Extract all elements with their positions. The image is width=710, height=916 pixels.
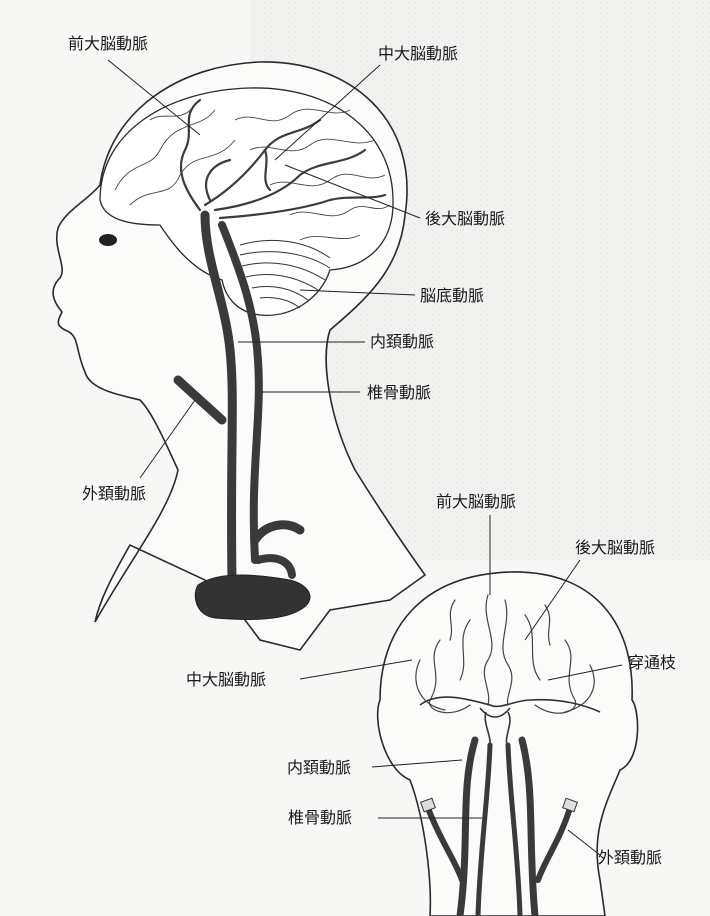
side-label-posterior-cerebral-artery: 後大脳動脈 [425,209,505,229]
front-label-external-carotid-artery: 外頚動脈 [598,848,662,868]
side-label-middle-cerebral-artery: 中大脳動脈 [378,44,458,64]
side-label-anterior-cerebral-artery: 前大脳動脈 [68,34,148,54]
side-label-vertebral-artery: 椎骨動脈 [367,383,431,403]
side-label-external-carotid-artery: 外頚動脈 [82,484,146,504]
side-eye [99,234,117,246]
side-aortic-arch [195,575,310,620]
side-label-internal-carotid-artery: 内頚動脈 [370,332,434,352]
front-label-posterior-cerebral-artery: 後大脳動脈 [575,538,655,558]
front-label-internal-carotid-artery: 内頚動脈 [287,758,351,778]
front-label-anterior-cerebral-artery: 前大脳動脈 [436,492,516,512]
front-label-vertebral-artery: 椎骨動脈 [288,808,352,828]
front-label-middle-cerebral-artery: 中大脳動脈 [186,670,266,690]
side-label-basilar-artery: 脳底動脈 [420,286,484,306]
front-label-perforating-branches: 穿通枝 [628,653,676,673]
